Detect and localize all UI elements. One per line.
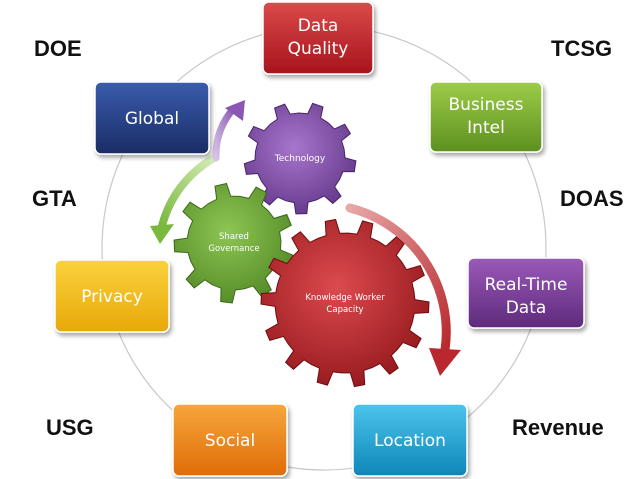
corner-label-revenue: Revenue (512, 415, 604, 440)
arrow-purple-cycle (212, 100, 245, 162)
gear-shared-governance: Shared Governance (173, 182, 294, 304)
purple-arrowhead-icon (225, 100, 245, 121)
location-label: Location (374, 431, 446, 451)
box-global: Global (94, 81, 210, 155)
box-social: Social (172, 403, 288, 477)
box-real-time-data: Real-Time Data (467, 257, 585, 329)
box-data-quality: Data Quality (262, 1, 374, 75)
gear-knowledge-worker: Knowledge Worker Capacity (260, 218, 430, 388)
corner-label-doe: DOE (34, 36, 82, 61)
shared-governance-label-line2: Governance (208, 244, 259, 254)
data-quality-line1: Data (298, 16, 339, 36)
knowledge-worker-label-line2: Capacity (326, 305, 363, 315)
shared-governance-label-line1: Shared (219, 232, 249, 242)
arrow-green-cycle (150, 154, 218, 244)
arrow-red-cycle (345, 203, 461, 376)
social-label: Social (205, 431, 255, 451)
data-quality-line2: Quality (288, 39, 349, 59)
real-time-data-line1: Real-Time (485, 275, 568, 295)
corner-label-gta: GTA (32, 186, 77, 211)
gear-technology: Technology (243, 102, 357, 215)
knowledge-worker-gear-icon (260, 218, 430, 388)
business-intel-line1: Business (449, 95, 524, 115)
box-location: Location (352, 403, 468, 477)
knowledge-worker-label-line1: Knowledge Worker (305, 293, 385, 303)
global-label: Global (125, 109, 179, 129)
business-intel-line2: Intel (467, 118, 505, 138)
green-arrowhead-icon (150, 224, 174, 244)
real-time-data-line2: Data (506, 298, 547, 318)
technology-gear-label: Technology (274, 154, 326, 164)
corner-label-doas: DOAS (560, 186, 624, 211)
privacy-label: Privacy (81, 287, 143, 307)
corner-label-tcsg: TCSG (551, 36, 613, 61)
box-business-intel: Business Intel (429, 81, 543, 153)
box-privacy: Privacy (54, 259, 170, 333)
red-arrowhead-icon (429, 348, 461, 376)
technology-gear-icon (243, 102, 357, 215)
corner-label-usg: USG (46, 415, 94, 440)
